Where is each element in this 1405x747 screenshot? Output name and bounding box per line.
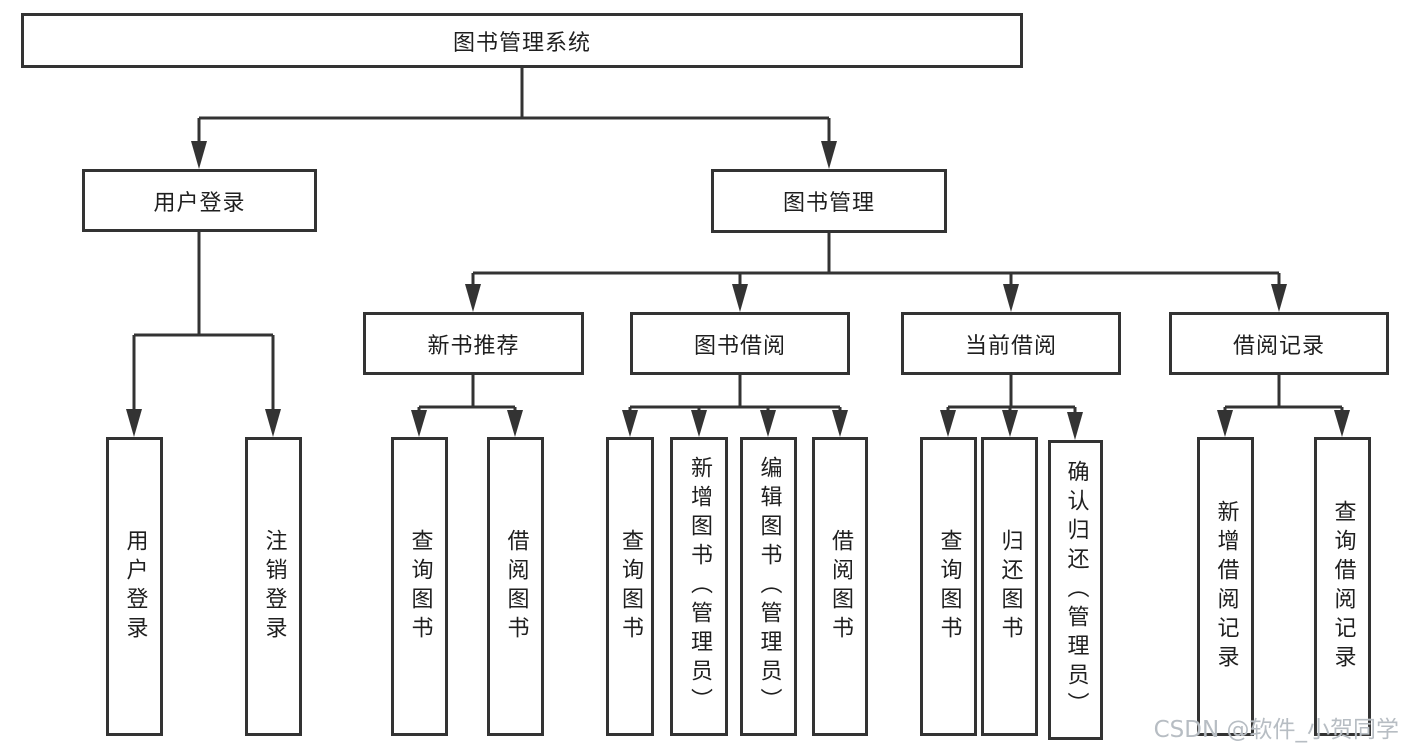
node-borrowing-records: 借阅记录 (1169, 312, 1389, 375)
node-book-borrowing: 图书借阅 (630, 312, 850, 375)
node-current-borrowing: 当前借阅 (901, 312, 1121, 375)
leaf-query-books-recommend: 查询图书 (391, 437, 448, 736)
leaf-return-books: 归还图书 (981, 437, 1038, 736)
leaf-borrow-books: 借阅图书 (812, 437, 868, 736)
leaf-borrow-books-recommend: 借阅图书 (487, 437, 544, 736)
leaf-edit-books-admin: 编辑图书（管理员） (740, 437, 797, 736)
leaf-query-books-borrow: 查询图书 (606, 437, 654, 736)
node-new-book-recommend: 新书推荐 (363, 312, 584, 375)
leaf-add-borrow-record: 新增借阅记录 (1197, 437, 1254, 736)
leaf-query-books-current: 查询图书 (920, 437, 977, 736)
node-book-management: 图书管理 (711, 169, 947, 233)
node-user-login: 用户登录 (82, 169, 317, 232)
csdn-watermark: CSDN @软件_小贺同学 (1153, 717, 1399, 743)
node-library-management-system: 图书管理系统 (21, 13, 1023, 68)
leaf-user-login: 用户登录 (106, 437, 163, 736)
leaf-confirm-return-admin: 确认归还（管理员） (1048, 440, 1103, 740)
leaf-logout: 注销登录 (245, 437, 302, 736)
leaf-query-borrow-record: 查询借阅记录 (1314, 437, 1371, 736)
arrowheads (126, 141, 1350, 440)
leaf-add-books-admin: 新增图书（管理员） (670, 437, 728, 736)
